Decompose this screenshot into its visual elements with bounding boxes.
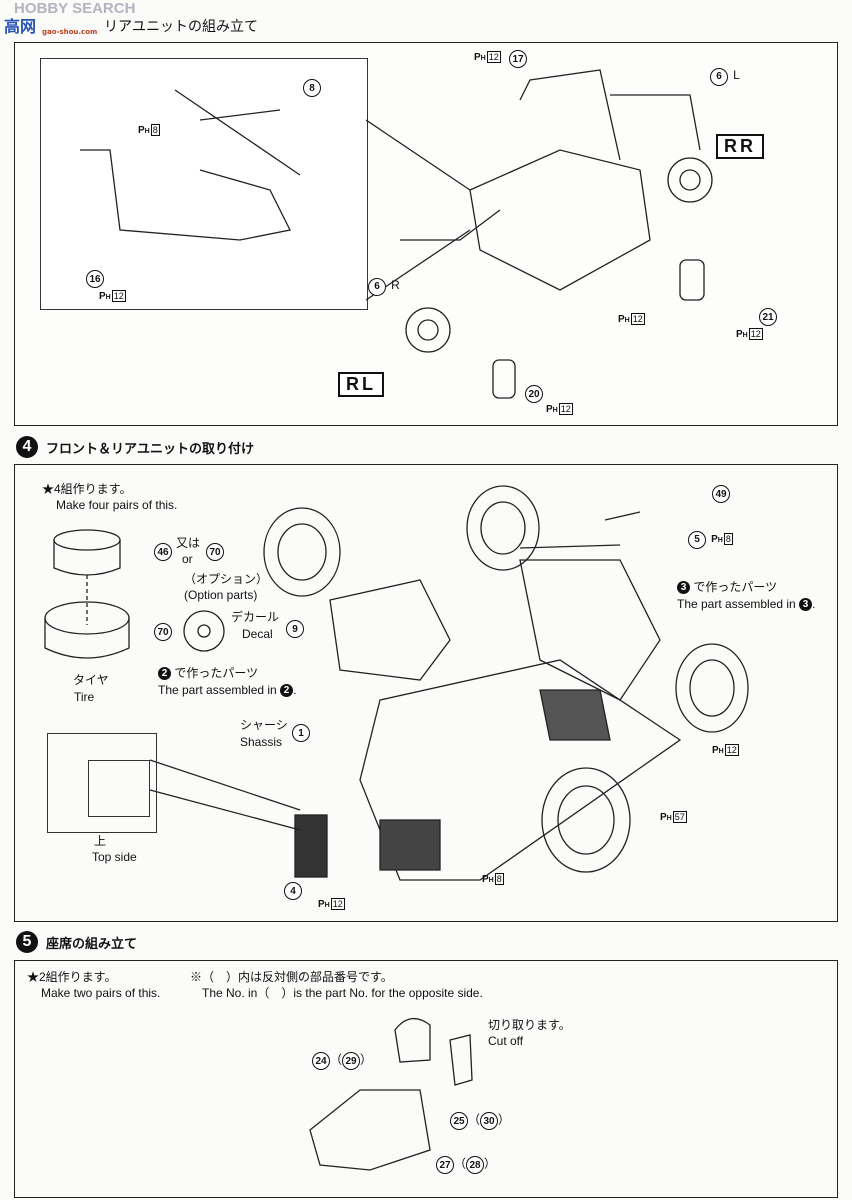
step3-title: リアユニットの組み立て xyxy=(104,19,258,35)
decal-jp: デカール xyxy=(231,610,280,624)
step5-panel xyxy=(14,960,838,1198)
chassis-drawing xyxy=(149,485,749,881)
made3-en: The part assembled in 3. xyxy=(677,597,816,612)
rear-suspension-drawing xyxy=(80,69,713,399)
step5-header: 5 座席の組み立て xyxy=(16,931,137,953)
part-27-28: 27（28） xyxy=(436,1156,496,1174)
wheel-tire-drawing xyxy=(44,529,225,659)
option-jp: （オプション） xyxy=(184,572,269,586)
part-8: 8 xyxy=(303,79,321,97)
step4-number: 4 xyxy=(16,436,38,458)
step4-note-jp: ★4組作ります。 xyxy=(42,482,132,496)
top-side-jp: 上 xyxy=(94,834,107,848)
decal-en: Decal xyxy=(242,627,273,641)
shassis-en: Shassis xyxy=(240,735,283,749)
part-25-30: 25（30） xyxy=(450,1112,510,1130)
cut-off-jp: 切り取ります。 xyxy=(488,1018,571,1032)
step5-number: 5 xyxy=(16,931,38,953)
part-21: 21 xyxy=(759,308,777,326)
part-70: 70 xyxy=(206,543,224,561)
part-46: 46 xyxy=(154,543,172,561)
part-24-29: 24（29） xyxy=(312,1052,372,1070)
top-side-part xyxy=(88,760,150,817)
part-9: 9 xyxy=(286,620,304,638)
watermark-logo: 高网 xyxy=(4,17,37,36)
step4-title: フロント＆リアユニットの取り付け xyxy=(46,441,255,457)
made2-en: The part assembled in 2. xyxy=(158,683,297,698)
top-side-inset-frame xyxy=(47,733,157,833)
step4-header: 4 フロント＆リアユニットの取り付け xyxy=(16,436,254,458)
rr-tag: RR xyxy=(716,134,764,159)
rl-tag: RL xyxy=(338,372,384,397)
step5-note-jp: ★2組作ります。 xyxy=(27,970,117,984)
watermark-text: HOBBY SEARCH xyxy=(14,0,136,17)
shassis-jp: シャーシ xyxy=(240,718,288,732)
seat-drawing xyxy=(309,1018,473,1171)
part-1: 1 xyxy=(292,724,310,742)
made2-jp: 2 で作ったパーツ xyxy=(158,666,258,681)
part-49: 49 xyxy=(712,485,730,503)
or-en: or xyxy=(182,552,193,566)
step4-note-en: Make four pairs of this. xyxy=(56,498,178,512)
part-20: 20 xyxy=(525,385,543,403)
step5-note2-en: The No. in（ ）is the part No. for the opp… xyxy=(202,986,483,1000)
step5-title: 座席の組み立て xyxy=(46,936,138,952)
step5-note2-jp: ※（ ）内は反対側の部品番号です。 xyxy=(190,970,393,984)
step3-detail-inset xyxy=(40,58,368,310)
part-6r: 6 R xyxy=(368,274,400,296)
tire-en: Tire xyxy=(74,690,95,704)
step4-panel xyxy=(14,464,838,922)
part-16: 16 xyxy=(86,270,104,288)
top-side-en: Top side xyxy=(92,850,137,864)
part-17: 17 xyxy=(509,50,527,68)
part-6l: 6 L xyxy=(710,64,740,86)
step5-note-en: Make two pairs of this. xyxy=(41,986,161,1000)
tire-jp: タイヤ xyxy=(73,673,109,687)
cut-off-en: Cut off xyxy=(488,1034,524,1048)
option-en: (Option parts) xyxy=(184,588,258,602)
watermark-site: gao-shou.com xyxy=(42,28,98,36)
part-70-wheel: 70 xyxy=(154,623,172,641)
made3-jp: 3 で作ったパーツ xyxy=(677,580,777,595)
or-jp: 又は xyxy=(176,536,201,550)
part-4: 4 xyxy=(284,882,302,900)
